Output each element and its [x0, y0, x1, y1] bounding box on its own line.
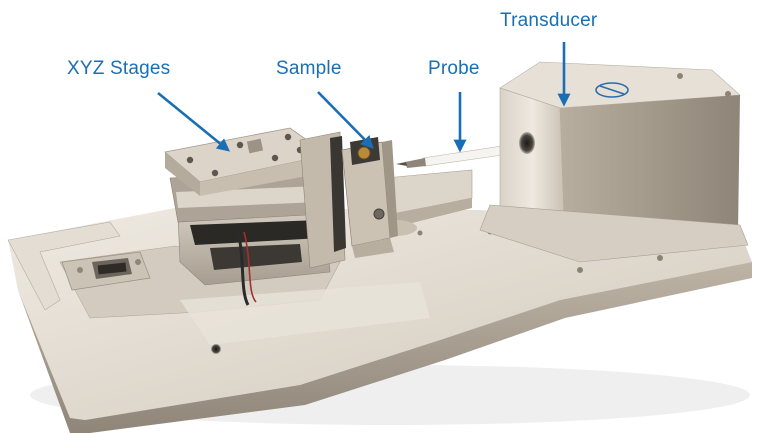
label-transducer: Transducer: [500, 10, 598, 31]
arrow-xyz-stages: [157, 91, 231, 152]
sample-holder: [341, 137, 398, 258]
xyz-stages: [164, 127, 346, 306]
arrow-sample: [317, 91, 374, 149]
label-sample: Sample: [276, 58, 342, 79]
cable-connector: [61, 251, 151, 291]
transducer-housing: [479, 61, 749, 263]
callout-arrows: [157, 42, 571, 153]
label-xyz-stages: XYZ Stages: [67, 58, 171, 79]
label-probe: Probe: [428, 58, 480, 79]
